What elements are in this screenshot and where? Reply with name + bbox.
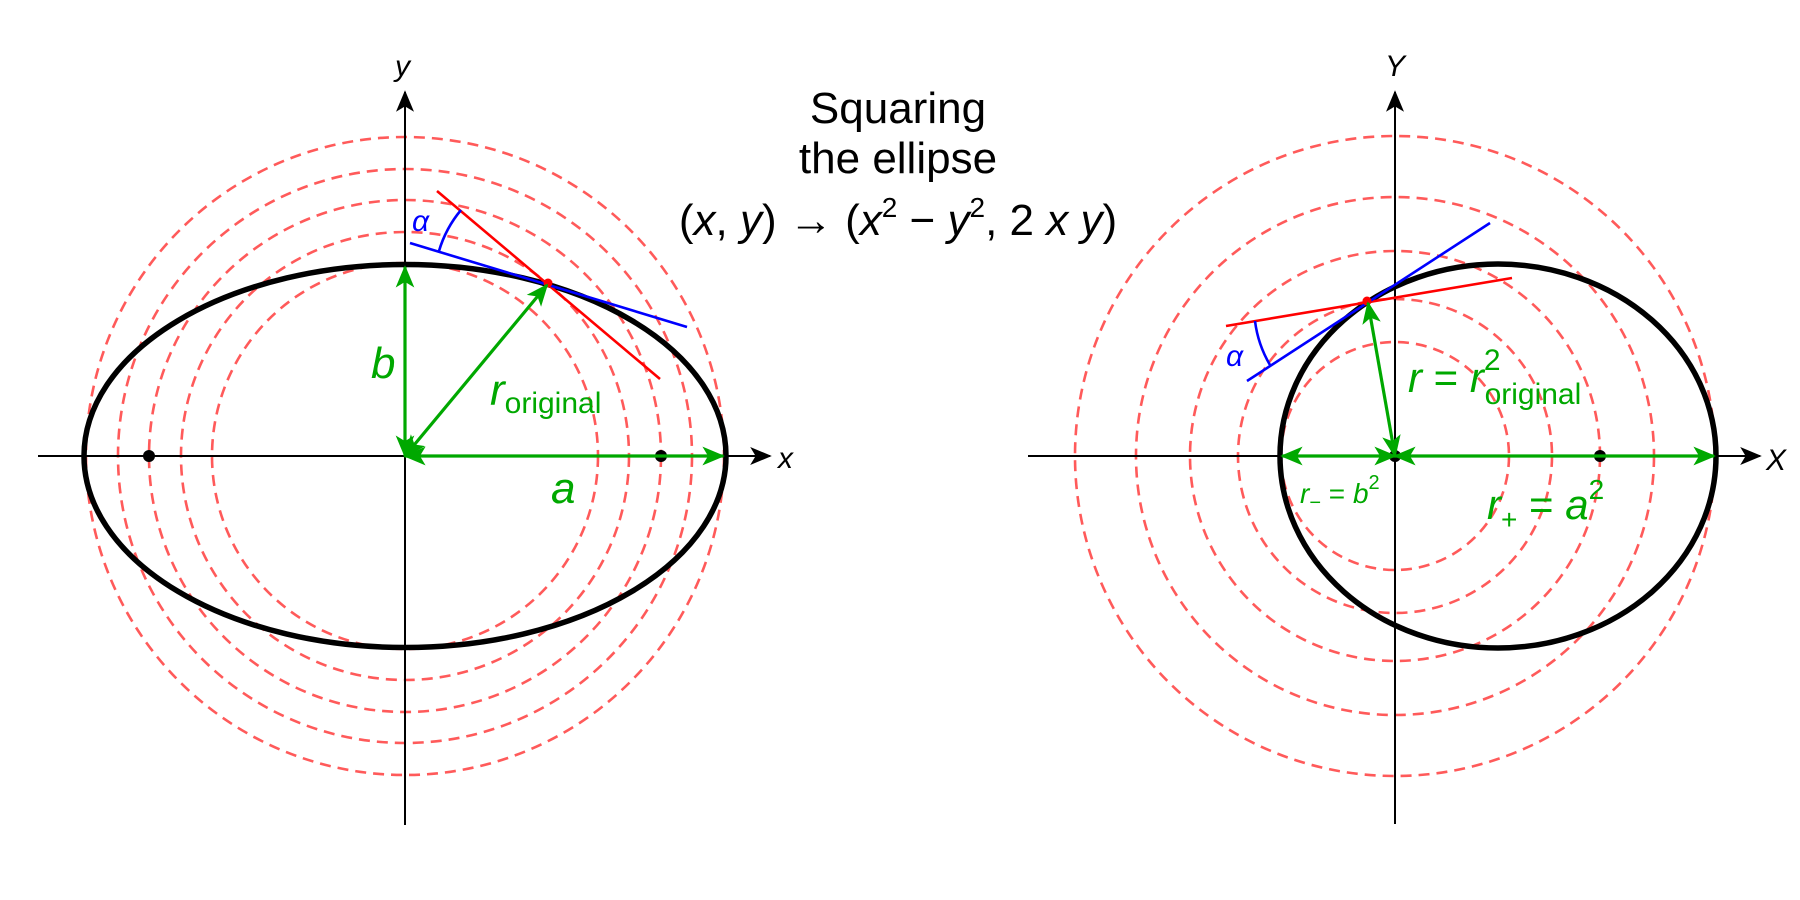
squared-ellipse bbox=[1277, 261, 1719, 651]
left-panel-original-ellipse: x y α b roriginal a bbox=[38, 50, 794, 825]
label-b: b bbox=[371, 339, 395, 388]
radius-arrow bbox=[403, 283, 549, 458]
alpha-label: α bbox=[412, 205, 430, 238]
x-axis-label: X bbox=[1765, 444, 1787, 477]
angle-alpha-arc bbox=[437, 209, 462, 252]
title: Squaring the ellipse (x, y) → (x2 − y2, … bbox=[679, 84, 1117, 245]
label-r-minus-equals-b-squared: r− = b2 bbox=[1300, 472, 1380, 514]
y-axis-label: y bbox=[393, 50, 412, 83]
focus-point bbox=[143, 450, 155, 462]
radius-arrow bbox=[1362, 301, 1401, 458]
y-axis-label: Y bbox=[1385, 50, 1407, 83]
title-line-1: Squaring bbox=[810, 84, 986, 133]
label-a: a bbox=[551, 464, 575, 513]
angle-alpha-arc bbox=[1253, 320, 1272, 366]
label-r-original: roriginal bbox=[490, 366, 601, 420]
mapping-formula: (x, y) → (x2 − y2, 2 x y) bbox=[679, 192, 1117, 245]
ellipse bbox=[81, 261, 729, 651]
x-axis-label: x bbox=[776, 442, 794, 475]
label-r-plus-equals-a-squared: r+ = a2 bbox=[1487, 474, 1604, 535]
title-line-2: the ellipse bbox=[799, 134, 997, 183]
alpha-label: α bbox=[1226, 340, 1244, 373]
